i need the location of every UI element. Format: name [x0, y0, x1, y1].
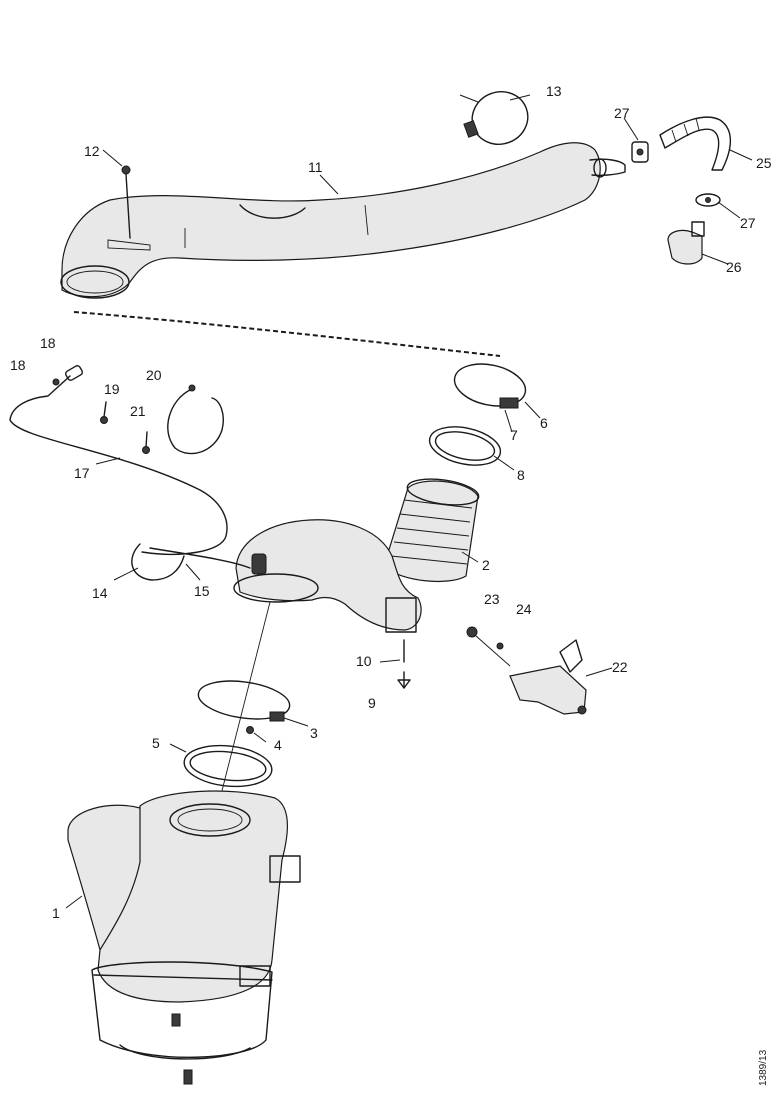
callout-11: 11 [308, 159, 323, 175]
callout-18-left: 18 [10, 357, 26, 373]
hose-part-14-15 [131, 543, 251, 581]
callout-labels: 1 2 3 4 5 6 7 8 9 10 11 12 13 14 15 17 1… [10, 83, 772, 921]
callout-23: 23 [484, 591, 500, 607]
callout-13: 13 [546, 83, 562, 99]
callout-6: 6 [540, 415, 548, 431]
sensor-tube-part-17 [9, 365, 228, 555]
hose-part-25 [659, 116, 732, 171]
callout-5: 5 [152, 735, 160, 751]
clamp-part-13 [459, 91, 529, 145]
callout-10: 10 [356, 653, 372, 669]
callout-20: 20 [146, 367, 162, 383]
callout-17: 17 [74, 465, 90, 481]
seal-ring-part-5 [183, 744, 273, 788]
fastener-part-19 [100, 401, 108, 424]
callout-19: 19 [104, 381, 120, 397]
callout-9: 9 [368, 695, 376, 711]
callout-26: 26 [726, 259, 742, 275]
callout-18-top: 18 [40, 335, 56, 351]
bracket-part-22 [509, 639, 587, 715]
bellows-hose-part-2 [383, 478, 480, 583]
clamp-part-3 [197, 680, 291, 722]
callout-1: 1 [52, 905, 60, 921]
elbow-connector-part-26 [667, 221, 705, 265]
air-filter-housing-part-1 [67, 790, 301, 1085]
callout-27-top: 27 [614, 105, 630, 121]
callout-12: 12 [84, 143, 100, 159]
callout-22: 22 [612, 659, 628, 675]
callout-7: 7 [510, 427, 518, 443]
screw-part-9 [397, 671, 411, 689]
fastener-part-21 [142, 431, 150, 454]
callout-2: 2 [482, 557, 490, 573]
callout-27-right: 27 [740, 215, 756, 231]
callout-14: 14 [92, 585, 108, 601]
intake-elbow [233, 519, 422, 633]
callout-4: 4 [274, 737, 282, 753]
hose-clamp-part-27 [631, 141, 721, 207]
screw-part-12 [121, 165, 131, 239]
connection-dash-line [73, 311, 501, 357]
callout-8: 8 [517, 467, 525, 483]
callout-25: 25 [756, 155, 772, 171]
reference-code: 1389/13 [758, 1049, 769, 1086]
nut-part-4 [246, 726, 254, 734]
bolt-part-23 [466, 626, 511, 667]
intake-pipe-part-11 [60, 142, 626, 299]
seal-ring-part-8 [428, 426, 502, 466]
callout-24: 24 [516, 601, 532, 617]
clamp-part-6 [453, 363, 527, 409]
callout-3: 3 [310, 725, 318, 741]
bracket-clip-part-20 [167, 384, 224, 455]
washer-part-24 [496, 642, 504, 650]
leader-lines [65, 94, 753, 909]
callout-15: 15 [194, 583, 210, 599]
callout-21: 21 [130, 403, 146, 419]
